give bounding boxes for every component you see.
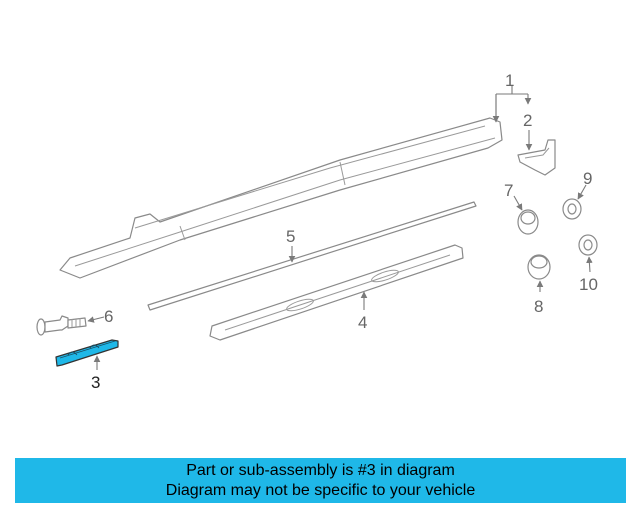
leader-7 [513, 195, 523, 211]
bracket-part-3[interactable] [55, 339, 119, 367]
callout-5: 5 [286, 227, 295, 246]
leader-10 [586, 256, 593, 273]
info-banner: Part or sub-assembly is #3 in diagram Di… [15, 458, 626, 503]
leader-6 [87, 316, 105, 323]
push-pin-part-6[interactable] [36, 315, 87, 336]
callout-8: 8 [534, 297, 543, 316]
rocker-panel-part-1[interactable] [59, 117, 503, 279]
banner-line-disclaimer: Diagram may not be specific to your vehi… [165, 481, 476, 499]
callout-6: 6 [104, 307, 113, 326]
plug-part-8[interactable] [527, 254, 551, 280]
callout-9: 9 [583, 169, 592, 188]
step-trim-part-4[interactable] [209, 244, 464, 341]
callout-3: 3 [91, 373, 100, 392]
leader-9 [577, 184, 587, 200]
molding-strip-part-5[interactable] [147, 201, 477, 311]
callout-1: 1 [505, 71, 514, 90]
grommet-part-10[interactable] [578, 234, 598, 256]
plug-part-7[interactable] [517, 209, 539, 235]
callout-7: 7 [504, 181, 513, 200]
callout-4: 4 [358, 313, 367, 332]
end-cap-part-2[interactable] [517, 139, 556, 176]
bracket-part-3-body[interactable] [55, 339, 119, 367]
banner-line-part-number: Part or sub-assembly is #3 in diagram [186, 461, 455, 479]
grommet-part-9[interactable] [562, 198, 582, 220]
callout-10: 10 [579, 275, 598, 294]
callout-2: 2 [523, 111, 532, 130]
